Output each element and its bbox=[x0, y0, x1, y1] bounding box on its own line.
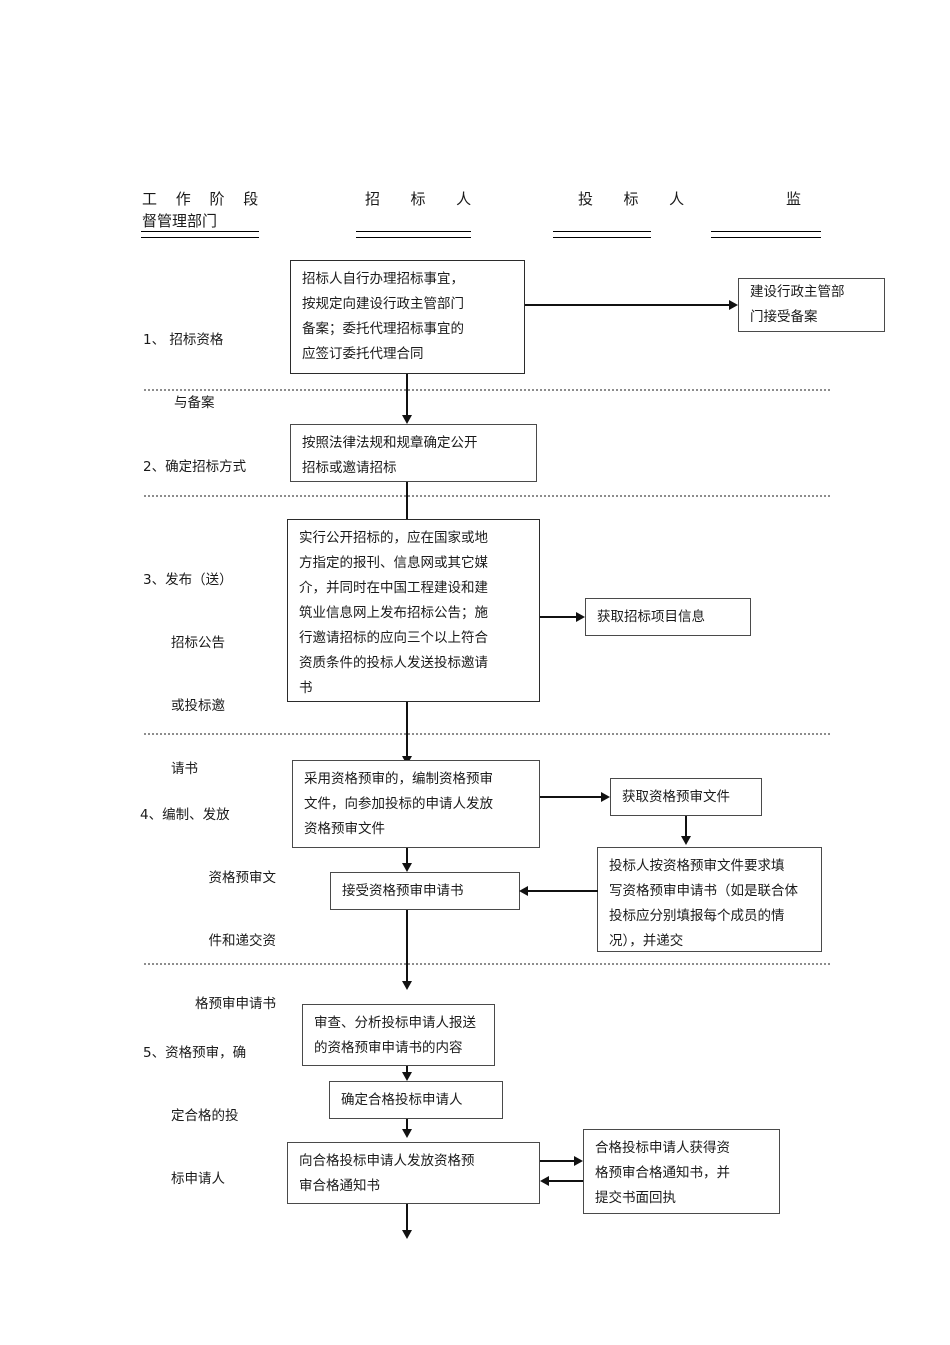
node-bidder-fill-application[interactable]: 投标人按资格预审文件要求填 写资格预审申请书（如是联合体 投标应分别填报每个成员… bbox=[597, 847, 822, 952]
arrowhead-fill-to-accept bbox=[519, 886, 528, 896]
stage-label-4-line-4: 格预审申请书 bbox=[195, 996, 276, 1012]
connector-1-to-2 bbox=[406, 374, 408, 419]
arrowhead-bidder-to-issue bbox=[540, 1176, 549, 1186]
stage-label-4-line-1: 4、编制、发放 bbox=[140, 807, 230, 823]
connector-issue-to-next bbox=[406, 1204, 408, 1234]
connector-confirm-to-issue bbox=[406, 1119, 408, 1131]
header-rule-tenderee bbox=[356, 231, 471, 238]
stage-label-3-line-4: 请书 bbox=[171, 761, 198, 777]
node-tenderee-registration[interactable]: 招标人自行办理招标事宜， 按规定向建设行政主管部门 备案；委托代理招标事宜的 应… bbox=[290, 260, 525, 374]
connector-4-to-5 bbox=[406, 910, 408, 985]
node-tenderee-issue-notice[interactable]: 向合格投标申请人发放资格预 审合格通知书 bbox=[287, 1142, 540, 1204]
header-column-stage: 工 作 阶 段 bbox=[142, 190, 266, 208]
connector-3-to-4 bbox=[406, 702, 408, 760]
node-tenderee-review-applications[interactable]: 审查、分析投标申请人报送 的资格预审申请书的内容 bbox=[302, 1004, 495, 1066]
connector-bidder-docs-to-fill bbox=[685, 816, 687, 838]
header-rule-supervisor bbox=[711, 231, 821, 238]
arrowhead-confirm-to-issue bbox=[402, 1129, 412, 1138]
stage-label-2: 2、确定招标方式 bbox=[143, 415, 283, 520]
header-rule-bidder bbox=[553, 231, 651, 238]
connector-4-to-accept bbox=[406, 848, 408, 866]
node-bidder-get-prequalification-docs[interactable]: 获取资格预审文件 bbox=[610, 778, 762, 816]
stage-label-1-line-2: 与备案 bbox=[174, 395, 215, 411]
node-tenderee-choose-method[interactable]: 按照法律法规和规章确定公开 招标或邀请招标 bbox=[290, 424, 537, 482]
stage-label-5: 5、资格预审，确 定合格的投 标申请人 bbox=[143, 1001, 293, 1232]
node-tenderee-publish-notice[interactable]: 实行公开招标的，应在国家或地 方指定的报刊、信息网或其它媒 介，并同时在中国工程… bbox=[287, 519, 540, 702]
arrowhead-4-to-bidder-docs bbox=[601, 792, 610, 802]
header-rule-stage bbox=[141, 231, 259, 238]
node-tenderee-confirm-qualified[interactable]: 确定合格投标申请人 bbox=[329, 1081, 503, 1119]
stage-label-5-line-1: 5、资格预审，确 bbox=[143, 1045, 247, 1061]
stage-label-3-line-1: 3、发布（送） bbox=[143, 572, 233, 588]
connector-bidder-to-issue bbox=[549, 1180, 583, 1182]
node-tenderee-accept-application[interactable]: 接受资格预审申请书 bbox=[330, 872, 520, 910]
stage-label-2-line-1: 2、确定招标方式 bbox=[143, 459, 247, 475]
header-column-supervisor: 监 bbox=[786, 190, 802, 208]
node-bidder-get-project-info[interactable]: 获取招标项目信息 bbox=[585, 598, 751, 636]
arrowhead-issue-to-bidder bbox=[574, 1156, 583, 1166]
stage-separator-3 bbox=[144, 733, 830, 735]
node-bidder-receive-notice[interactable]: 合格投标申请人获得资 格预审合格通知书，并 提交书面回执 bbox=[583, 1129, 780, 1214]
arrowhead-4-to-5 bbox=[402, 981, 412, 990]
stage-label-5-line-3: 标申请人 bbox=[171, 1171, 225, 1187]
stage-label-4: 4、编制、发放 资格预审文 件和递交资 格预审申请书 bbox=[140, 763, 276, 1057]
stage-label-3: 3、发布（送） 招标公告 或投标邀 请书 bbox=[143, 528, 275, 822]
stage-label-1: 1、 招标资格 与备案 bbox=[143, 288, 273, 456]
connector-issue-to-bidder bbox=[540, 1160, 574, 1162]
connector-2-to-3 bbox=[406, 482, 408, 525]
arrowhead-bidder-docs-to-fill bbox=[681, 836, 691, 845]
arrowhead-1-to-supervisor bbox=[729, 300, 738, 310]
stage-label-5-line-2: 定合格的投 bbox=[171, 1108, 239, 1124]
header-second-line: 督管理部门 bbox=[142, 212, 218, 230]
header-column-tenderee: 招 标 人 bbox=[365, 190, 479, 208]
arrowhead-review-to-confirm bbox=[402, 1072, 412, 1081]
stage-separator-2 bbox=[144, 495, 830, 497]
arrowhead-issue-to-next bbox=[402, 1230, 412, 1239]
connector-fill-to-accept bbox=[528, 890, 598, 892]
stage-label-4-line-2: 资格预审文 bbox=[208, 870, 277, 886]
arrowhead-1-to-2 bbox=[402, 415, 412, 424]
stage-separator-4 bbox=[144, 963, 830, 965]
stage-label-3-line-3: 或投标邀 bbox=[171, 698, 225, 714]
stage-label-3-line-2: 招标公告 bbox=[171, 635, 225, 651]
connector-1-to-supervisor bbox=[525, 304, 729, 306]
connector-3-to-bidder bbox=[540, 616, 576, 618]
stage-separator-1 bbox=[144, 389, 830, 391]
stage-label-4-line-3: 件和递交资 bbox=[208, 933, 277, 949]
node-tenderee-prequalification-docs[interactable]: 采用资格预审的，编制资格预审 文件，向参加投标的申请人发放 资格预审文件 bbox=[292, 760, 540, 848]
arrowhead-4-to-accept bbox=[402, 863, 412, 872]
node-supervisor-record[interactable]: 建设行政主管部 门接受备案 bbox=[738, 278, 885, 332]
arrowhead-3-to-bidder bbox=[576, 612, 585, 622]
connector-review-to-confirm bbox=[406, 1066, 408, 1075]
header-column-bidder: 投 标 人 bbox=[578, 190, 692, 208]
stage-label-1-line-1: 1、 招标资格 bbox=[143, 332, 224, 348]
connector-4-to-bidder-docs bbox=[540, 796, 601, 798]
